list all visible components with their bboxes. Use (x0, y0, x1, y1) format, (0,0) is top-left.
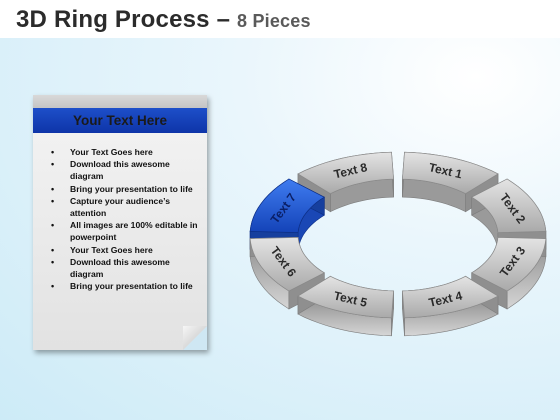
card-bullet-list: Your Text Goes here Download this awesom… (39, 146, 199, 293)
text-card: Your Text Here Your Text Goes here Downl… (33, 95, 207, 350)
bullet-item: Your Text Goes here (39, 146, 199, 158)
bullet-item: Your Text Goes here (39, 244, 199, 256)
segment-top-face (402, 151, 499, 195)
bullet-item: Capture your audience’s attention (39, 195, 199, 219)
bullet-item: Download this awesome diagram (39, 158, 199, 182)
ring-segment-3: Text 3 (470, 237, 547, 310)
segment-top-face (470, 237, 547, 292)
bullet-item: Bring your presentation to life (39, 183, 199, 195)
segment-top-face (297, 275, 394, 319)
bullet-item: Bring your presentation to life (39, 280, 199, 292)
ring-segment-1: Text 1 (402, 151, 499, 213)
ring-segment-8: Text 8 (297, 151, 394, 213)
segment-top-face (297, 151, 394, 195)
ring-segment-4: Text 4 (402, 275, 499, 337)
card-header: Your Text Here (33, 108, 207, 133)
title-sub: 8 Pieces (237, 11, 311, 31)
segment-top-face (249, 178, 326, 233)
segment-top-face (402, 275, 499, 319)
bullet-item: All images are 100% editable in powerpoi… (39, 219, 199, 243)
segment-top-face (470, 178, 547, 233)
slide-title: 3D Ring Process – 8 Pieces (16, 6, 311, 34)
card-top-bar (33, 95, 207, 108)
bullet-item: Download this awesome diagram (39, 256, 199, 280)
ring-segment-5: Text 5 (297, 275, 394, 337)
segment-top-face (249, 237, 326, 292)
ring-segment-7: Text 7 (249, 178, 326, 251)
title-main: 3D Ring Process – (16, 6, 238, 33)
